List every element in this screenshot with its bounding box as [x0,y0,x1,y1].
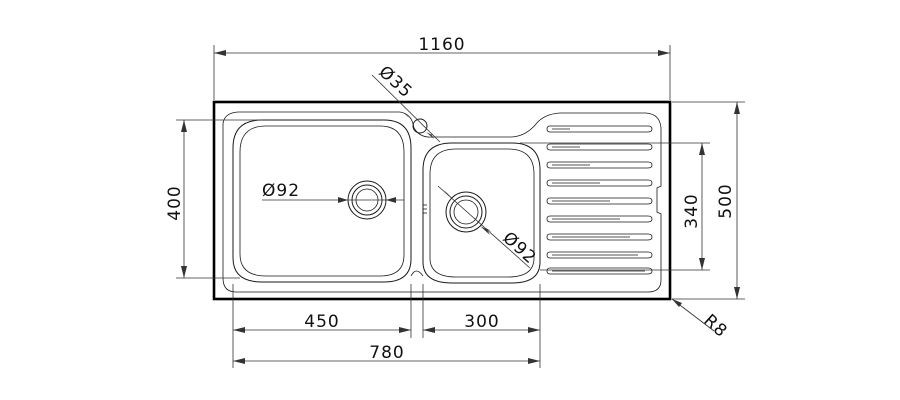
leader-left-drain [262,197,404,203]
right-bowl-outer [422,142,541,284]
dim-label-left-drain: Ø92 [262,181,300,201]
dimension-left-bowl-width [233,327,411,333]
tap-hole [412,118,428,134]
dim-label-780: 780 [369,343,404,363]
dim-label-300: 300 [464,312,499,332]
right-bowl-inner [429,148,535,278]
drainboard-grooves [546,125,653,275]
sink-deck-contour [222,111,662,293]
dimension-bottom-extensions [232,284,541,368]
dim-label-radius: R8 [699,311,731,342]
dimension-right-bowl-width [423,327,540,333]
dim-label-500: 500 [716,183,736,218]
right-drain [445,191,487,233]
dimension-right-bowl-depth [520,142,710,271]
dim-label-450: 450 [304,312,339,332]
dimension-overall-height [672,101,745,300]
dimension-overall-width [213,45,671,100]
dim-label-tap-hole: Ø35 [375,62,417,102]
leader-tap-hole [371,74,441,143]
leader-corner-radius [671,298,715,332]
sink-outer-outline [212,100,672,301]
left-bowl-inner [239,125,405,277]
bowl-junction [410,270,424,277]
leader-right-drain [437,185,531,269]
dimension-bowls-total-width [233,358,540,364]
dim-label-400: 400 [165,185,185,220]
dim-label-1160: 1160 [418,35,465,55]
dim-label-340: 340 [682,193,702,228]
dimension-left-bowl-depth [176,119,262,279]
left-bowl-outer [232,119,412,283]
